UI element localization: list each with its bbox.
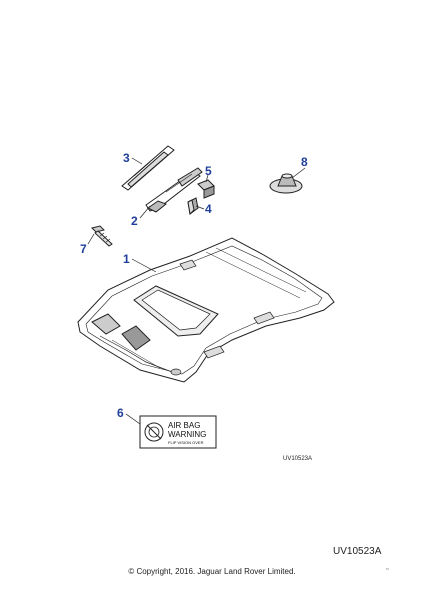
part-2-grab-handle [145,167,203,213]
leader-3 [131,157,143,165]
callout-3: 3 [123,151,130,165]
part-8-cover [269,173,303,194]
callout-5: 5 [205,164,212,178]
leader-8 [291,167,306,179]
callout-1: 1 [123,252,130,266]
airbag-label-line2: WARNING [168,430,206,439]
airbag-label-line3: FLIP VISION OVER [168,440,204,445]
callout-4: 4 [205,202,212,216]
leader-7 [87,233,95,245]
leader-5 [205,174,209,183]
leader-4 [195,205,205,210]
part-3-handle-bezel [121,145,175,191]
callout-2: 2 [131,214,138,228]
part-7-screw [91,225,113,247]
part-5-clip [197,179,215,199]
leader-2 [139,205,151,219]
diagram-reference-small: UV10523A [283,456,313,462]
corner-mark: ▫ [386,566,389,573]
part-4-fixing [187,197,199,216]
callout-8: 8 [301,155,308,169]
leader-6 [125,413,141,425]
leader-1 [131,258,157,273]
diagram-reference: UV10523A [333,546,382,557]
callout-6: 6 [117,406,124,420]
leader-lines [87,157,306,425]
copyright-notice: © Copyright, 2016. Jaguar Land Rover Lim… [128,567,296,576]
callout-7: 7 [80,242,87,256]
part-6-airbag-label: AIR BAG WARNING FLIP VISION OVER [139,415,217,449]
airbag-label-line1: AIR BAG [168,421,200,430]
part-1-headlining [77,237,335,383]
